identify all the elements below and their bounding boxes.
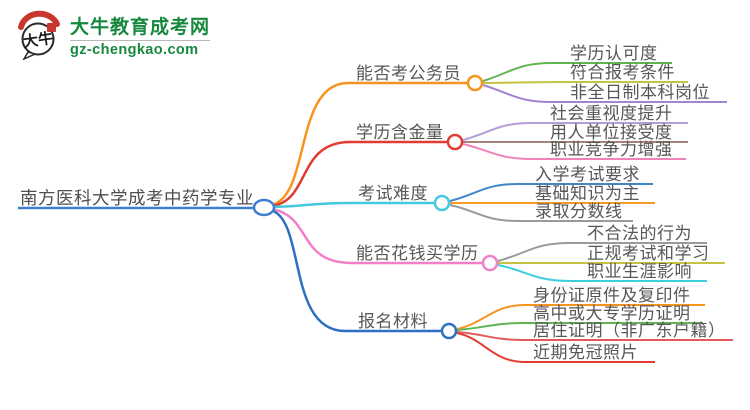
child-line xyxy=(449,204,633,222)
logo-domain: gz-chengkao.com xyxy=(70,40,211,58)
child-node: 录取分数线 xyxy=(535,202,623,221)
child-node: 符合报考条件 xyxy=(570,63,675,82)
child-line xyxy=(462,143,686,160)
child-node: 社会重视度提升 xyxy=(550,104,673,123)
branch-node-circle xyxy=(440,322,458,340)
branch-line xyxy=(273,208,482,265)
branch-line xyxy=(273,81,467,206)
child-line xyxy=(456,331,733,341)
child-node: 职业竞争力增强 xyxy=(550,140,673,159)
child-node: 用人单位接受度 xyxy=(550,123,673,142)
site-logo: 大牛 大牛教育成考网 gz-chengkao.com xyxy=(16,10,211,60)
branch-node: 学历含金量 xyxy=(356,123,444,142)
child-line xyxy=(482,84,727,103)
child-node: 不合法的行为 xyxy=(587,224,692,243)
branch-node: 能否花钱买学历 xyxy=(356,244,479,263)
branch-line xyxy=(273,140,447,207)
logo-text-block: 大牛教育成考网 gz-chengkao.com xyxy=(70,12,211,58)
child-line xyxy=(482,81,688,84)
child-line xyxy=(456,322,703,331)
branch-node-circle xyxy=(446,133,464,151)
daniu-logo-icon: 大牛 xyxy=(18,10,60,60)
child-node: 居住证明（非广东户籍） xyxy=(533,321,726,340)
child-line xyxy=(462,122,688,141)
branch-node-circle xyxy=(433,194,451,212)
child-node: 基础知识为主 xyxy=(535,184,640,203)
child-line xyxy=(497,242,707,262)
child-line xyxy=(456,304,705,330)
branch-node: 考试难度 xyxy=(358,184,428,203)
svg-text:大牛: 大牛 xyxy=(22,29,54,51)
branch-node: 能否考公务员 xyxy=(356,64,461,83)
branch-line xyxy=(273,201,434,209)
branch-node-circle xyxy=(481,254,499,272)
child-node: 正规考试和学习 xyxy=(587,244,710,263)
child-node: 近期免冠照片 xyxy=(533,343,638,362)
child-line xyxy=(497,264,707,282)
branch-node-circle xyxy=(466,74,484,92)
child-line xyxy=(449,183,653,202)
logo-title: 大牛教育成考网 xyxy=(70,17,211,38)
branch-node: 报名材料 xyxy=(358,312,428,331)
child-node: 职业生涯影响 xyxy=(587,262,692,281)
child-node: 学历认可度 xyxy=(570,44,658,63)
root-node-circle xyxy=(252,198,276,217)
child-line xyxy=(456,332,655,363)
root-node: 南方医科大学成考中药学专业 xyxy=(20,188,254,208)
branch-line xyxy=(272,209,441,333)
child-line xyxy=(482,62,672,82)
child-node: 非全日制本科岗位 xyxy=(570,83,710,102)
child-node: 高中或大专学历证明 xyxy=(533,304,691,323)
child-node: 入学考试要求 xyxy=(535,165,640,184)
child-node: 身份证原件及复印件 xyxy=(533,286,691,305)
